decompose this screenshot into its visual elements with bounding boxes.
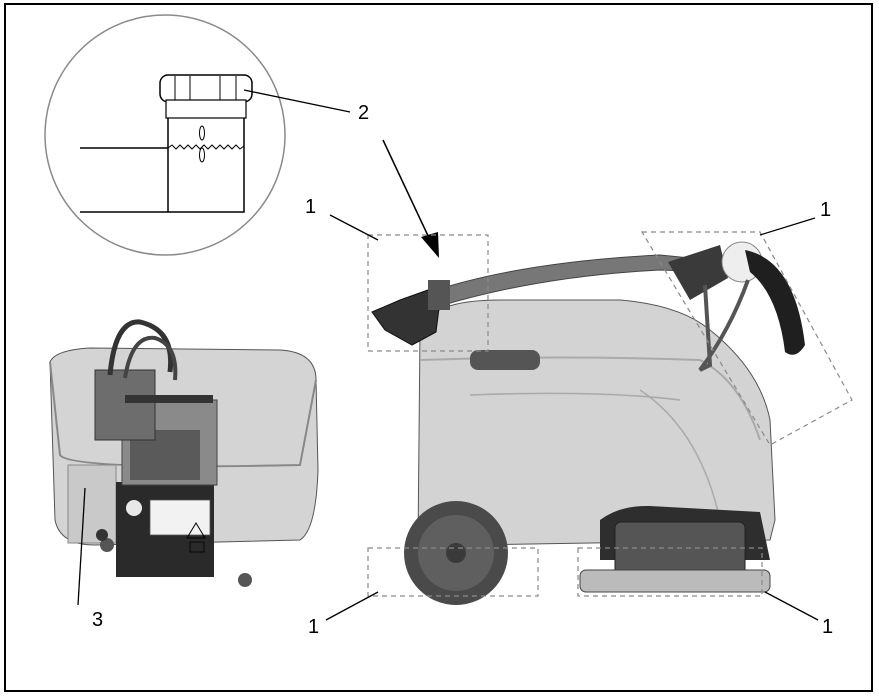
callout-box-handle xyxy=(640,231,853,446)
leader-line-1-top-right xyxy=(759,217,816,236)
callout-label-3: 3 xyxy=(92,609,104,631)
main-machine-photo xyxy=(371,241,805,605)
callout-label-1-bottom-left: 1 xyxy=(308,616,320,638)
callout-box-front-wheel xyxy=(367,547,539,597)
figure-frame xyxy=(4,3,873,692)
detail-inset xyxy=(44,14,351,256)
callout-box-squeegee xyxy=(577,547,763,597)
leader-line-3 xyxy=(77,487,86,606)
leader-line-1-bottom-left xyxy=(325,591,379,621)
leader-line-1-bottom-right xyxy=(764,591,819,621)
pointer-arrow-2 xyxy=(382,139,439,258)
callout-box-front-clamp xyxy=(367,234,489,352)
callout-label-1-top-left: 1 xyxy=(305,196,317,218)
tank-unit-photo xyxy=(49,319,319,587)
callout-label-1-top-right: 1 xyxy=(820,199,832,221)
callout-label-2: 2 xyxy=(358,102,370,124)
callout-label-1-bottom-right: 1 xyxy=(822,616,834,638)
leader-line-1-top-left xyxy=(329,214,379,241)
